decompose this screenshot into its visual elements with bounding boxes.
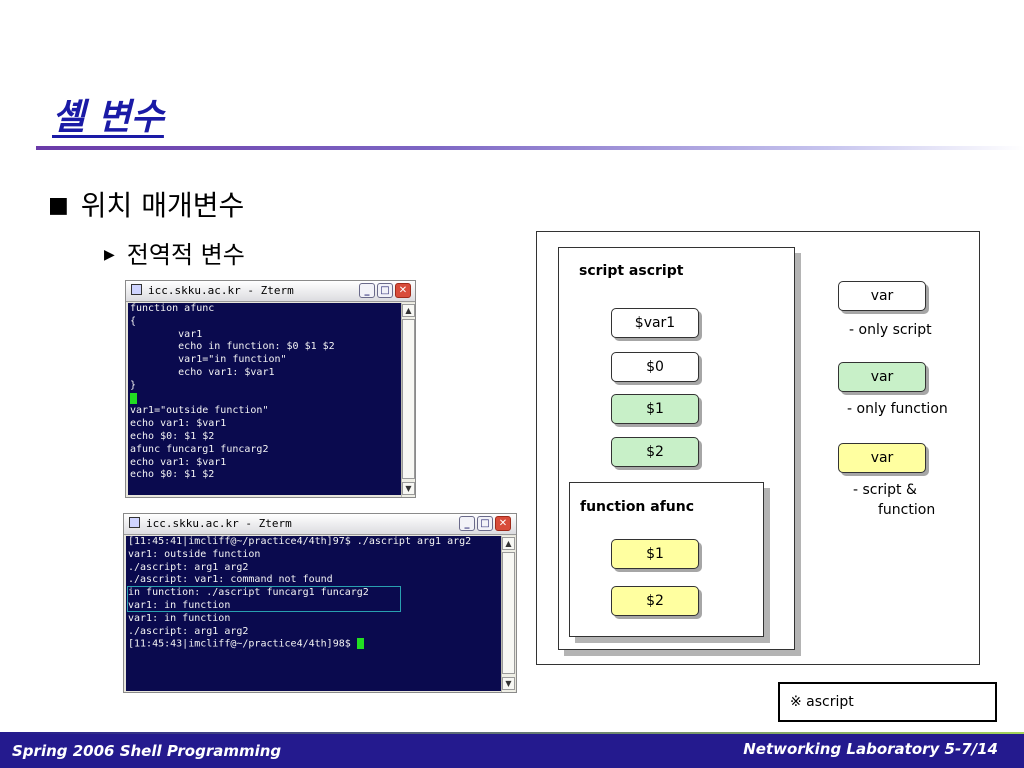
title-divider [36,146,1024,150]
terminal-title: icc.skku.ac.kr - Zterm [148,284,294,297]
script-scope-card: script ascript $var1 $0 $1 $2 function a… [558,247,795,650]
bullet-level1-text: 위치 매개변수 [80,189,245,222]
terminal-line: var1: in function [128,612,231,624]
legend-script-var: var [838,281,926,311]
terminal-line: echo in function: $0 $1 $2 [130,341,335,353]
terminal-app-icon [131,284,142,295]
terminal-line: echo $0: $1 $2 [130,430,215,442]
terminal-scrollbar[interactable]: ▲ ▼ [401,303,415,497]
terminal-line: ./ascript: arg1 arg2 [128,625,249,637]
terminal-line: [11:45:41|imcliff@~/practice4/4th]97$ ./… [128,536,472,547]
variable-scope-diagram: script ascript $var1 $0 $1 $2 function a… [536,231,980,665]
terminal-prompt-line: [11:45:43|imcliff@~/practice4/4th]98$ [126,638,501,651]
terminal-line: echo var1: $var1 [130,456,227,468]
legend-both-note-line1: - script & [853,482,917,498]
footer-bar [0,734,1024,768]
scroll-up-button[interactable]: ▲ [502,537,515,550]
terminal-screen[interactable]: function afunc { var1 echo in function: … [128,303,401,495]
function-var-box: $1 [611,539,699,569]
terminal-line: var1: in function [128,599,231,611]
close-button[interactable]: ✕ [395,283,411,298]
ascript-note-box: ※ ascript [778,682,997,722]
terminal-cursor-line [128,392,401,406]
terminal-line: var1="in function" [130,354,287,366]
scroll-up-button[interactable]: ▲ [402,304,415,317]
maximize-button[interactable]: □ [377,283,393,298]
function-scope-label: function afunc [580,499,695,515]
terminal-titlebar[interactable]: icc.skku.ac.kr - Zterm _ □ ✕ [124,514,516,535]
footer-page: Networking Laboratory 5-7/14 [743,740,998,758]
legend-function-note: - only function [847,401,948,417]
legend-script-note: - only script [849,322,932,338]
terminal-title: icc.skku.ac.kr - Zterm [146,517,292,530]
terminal-line: function afunc [130,303,215,314]
function-scope-card: function afunc $1 $2 [569,482,764,637]
scroll-down-button[interactable]: ▼ [402,482,415,495]
terminal-scrollbar[interactable]: ▲ ▼ [501,536,515,692]
terminal-line: ./ascript: arg1 arg2 [128,561,249,573]
legend-both-var: var [838,443,926,473]
terminal-line: echo $0: $1 $2 [130,469,215,481]
script-var-box: $0 [611,352,699,382]
scroll-thumb[interactable] [402,319,415,479]
script-var-box: $1 [611,394,699,424]
triangle-bullet-icon: ▶ [104,247,115,263]
script-var-box: $2 [611,437,699,467]
bullet-level1: ■ 위치 매개변수 [48,184,244,224]
legend-function-var: var [838,362,926,392]
terminal-titlebar[interactable]: icc.skku.ac.kr - Zterm _ □ ✕ [126,281,415,302]
square-bullet-icon: ■ [48,193,69,218]
terminal-line: { [130,315,137,327]
terminal-cursor [356,638,364,650]
close-button[interactable]: ✕ [495,516,511,531]
footer-course: Spring 2006 Shell Programming [12,742,282,760]
terminal-prompt: [11:45:43|imcliff@~/practice4/4th]98$ [128,638,357,650]
ascript-note-text: ※ ascript [790,694,854,710]
terminal-line: } [130,379,137,391]
terminal-app-icon [129,517,140,528]
bullet-level2-text: 전역적 변수 [126,241,245,269]
minimize-button[interactable]: _ [359,283,375,298]
script-var-box: $var1 [611,308,699,338]
terminal-cursor [130,392,137,404]
terminal-line: echo var1: $var1 [130,418,227,430]
footer-divider [0,732,1024,734]
bullet-level2: ▶ 전역적 변수 [104,235,245,270]
terminal-line: in function: ./ascript funcarg1 funcarg2 [128,587,369,599]
slide-title: 셸 변수 [52,97,164,138]
highlight-box [127,586,401,612]
terminal-line: ./ascript: var1: command not found [128,574,333,586]
script-scope-label: script ascript [579,263,684,279]
terminal-window-script[interactable]: icc.skku.ac.kr - Zterm _ □ ✕ function af… [125,280,416,498]
scroll-thumb[interactable] [502,552,515,674]
terminal-screen[interactable]: [11:45:41|imcliff@~/practice4/4th]97$ ./… [126,536,501,691]
maximize-button[interactable]: □ [477,516,493,531]
terminal-line: afunc funcarg1 funcarg2 [130,443,269,455]
terminal-window-output[interactable]: icc.skku.ac.kr - Zterm _ □ ✕ [11:45:41|i… [123,513,517,693]
minimize-button[interactable]: _ [459,516,475,531]
terminal-line: var1 [130,328,203,340]
legend-both-note-line2: function [878,502,936,518]
terminal-line: var1: outside function [128,548,261,560]
scroll-down-button[interactable]: ▼ [502,677,515,690]
terminal-line: var1="outside function" [130,405,269,417]
function-var-box: $2 [611,586,699,616]
terminal-line: echo var1: $var1 [130,366,275,378]
